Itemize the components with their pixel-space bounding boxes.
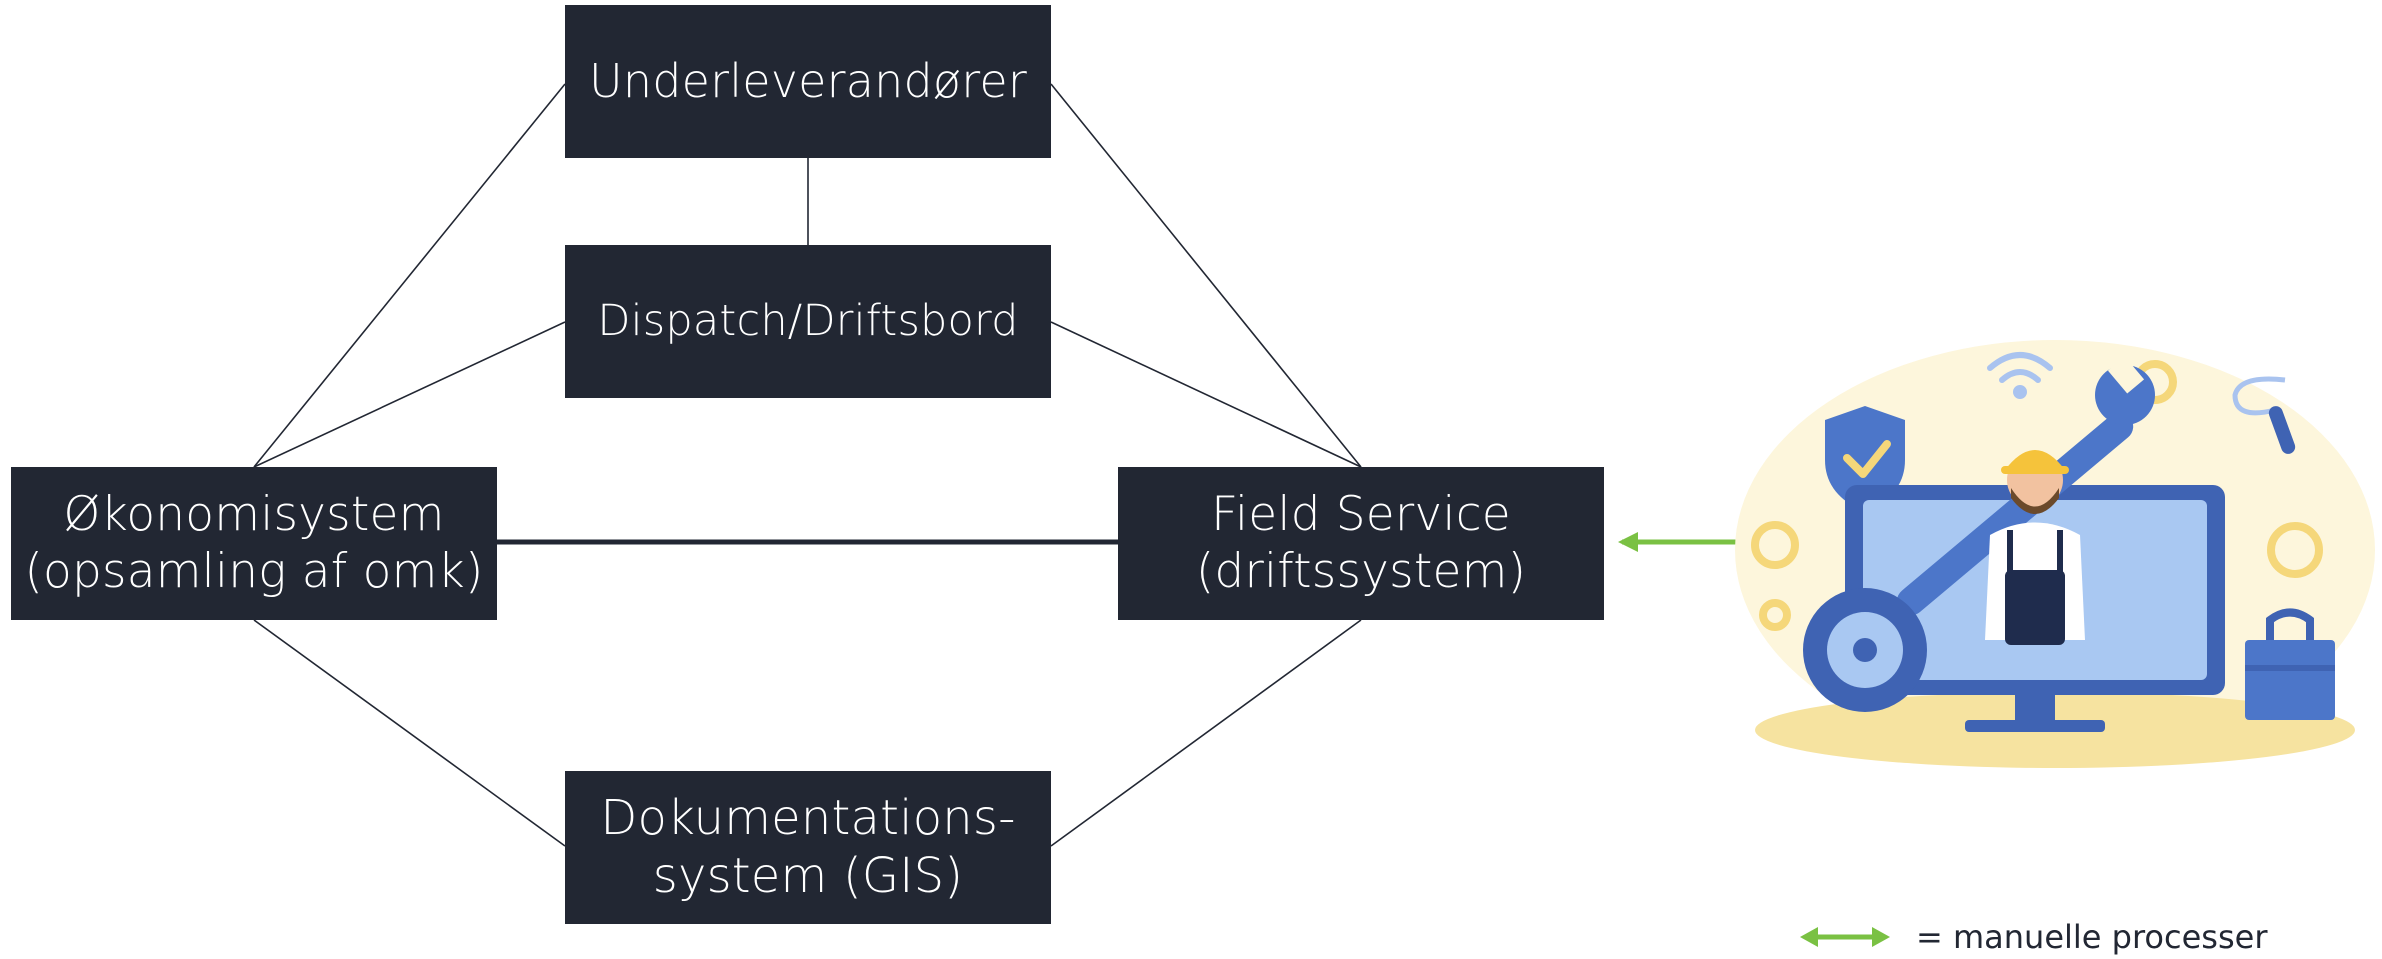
node-dokumentation-line-1: Dokumentations- [600,789,1016,846]
node-dokumentation-line-2: system (GIS) [652,847,964,904]
edge-okonomi-dokumentation [253,619,566,847]
edge-dispatch-fieldservice [1050,321,1362,468]
tire-icon [1803,588,1927,712]
edge-fieldservice-dokumentation [1050,619,1362,847]
node-field-service: Field Service (driftssystem) [1118,467,1604,620]
legend-label: = manuelle processer [1916,918,2268,956]
edge-dispatch-okonomi [253,321,566,468]
toolbox-icon [2245,608,2335,720]
node-fieldservice-line-1: Field Service [1211,487,1511,543]
legend: = manuelle processer [1800,915,2267,959]
technician-icon [1985,450,2085,645]
edge-underleverandorer-fieldservice [1050,83,1362,468]
node-okonomi-line-2: (opsamling af omk) [24,543,484,599]
field-service-technician-illustration [1735,340,2375,768]
node-okonomisystem: Økonomisystem (opsamling af omk) [11,467,497,620]
wifi-icon [1987,352,2053,399]
node-dokumentationssystem: Dokumentations- system (GIS) [565,771,1051,924]
cable-icon [2232,376,2286,416]
node-underleverandorer-line-1: Underleverandører [589,53,1027,108]
wrench-icon [1896,356,2155,616]
node-fieldservice-line-2: (driftssystem) [1195,543,1527,599]
green-double-arrow-icon [1800,927,1890,947]
edge-underleverandorer-okonomi [253,83,566,468]
tool-handle-icon [2268,406,2296,454]
node-okonomi-line-1: Økonomisystem [63,487,445,543]
node-dispatch-driftsbord: Dispatch/Driftsbord [565,245,1051,398]
node-dispatch-line-1: Dispatch/Driftsbord [597,295,1019,346]
node-underleverandorer: Underleverandører [565,5,1051,158]
